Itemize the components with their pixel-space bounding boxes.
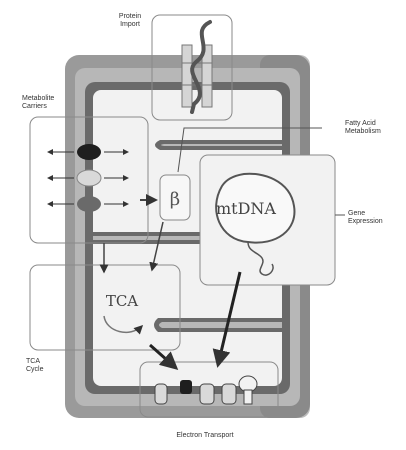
label-metabolite-carriers-line1: Metabolite: [22, 95, 72, 103]
label-metabolite-carriers: Metabolite Carriers: [22, 95, 72, 111]
label-fatty-acid-line2: Metabolism: [345, 128, 400, 136]
label-fatty-acid: Fatty Acid Metabolism: [345, 120, 400, 136]
label-protein-import: Protein Import: [104, 13, 156, 29]
label-protein-import-line1: Protein: [104, 13, 156, 21]
label-fatty-acid-line1: Fatty Acid: [345, 120, 400, 128]
label-protein-import-line2: Import: [104, 21, 156, 29]
beta-symbol: β: [170, 189, 180, 210]
label-tca-cycle-line2: Cycle: [26, 366, 66, 374]
label-gene-expression-line1: Gene: [348, 210, 398, 218]
mtdna-label: mtDNA: [216, 199, 276, 218]
label-tca-cycle: TCA Cycle: [26, 358, 66, 374]
label-metabolite-carriers-line2: Carriers: [22, 103, 72, 111]
label-electron-transport-text: Electron Transport: [150, 432, 260, 440]
label-tca-cycle-line1: TCA: [26, 358, 66, 366]
label-electron-transport: Electron Transport: [150, 432, 260, 440]
tca-label: TCA: [106, 292, 138, 310]
carrier-oval-light: [77, 170, 101, 186]
label-gene-expression: Gene Expression: [348, 210, 398, 226]
carrier-oval-mid: [77, 196, 101, 212]
label-gene-expression-line2: Expression: [348, 218, 398, 226]
carrier-oval-dark: [77, 144, 101, 160]
